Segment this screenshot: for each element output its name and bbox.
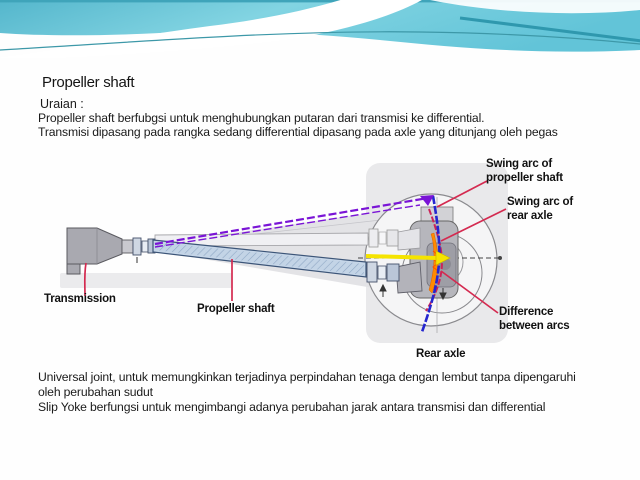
leader-swing-arc-propeller <box>436 180 488 208</box>
difference-line2: between arcs <box>499 319 570 332</box>
swing-arc-propeller-label: Swing arc of propeller shaft <box>486 158 563 185</box>
footer-paragraph: Universal joint, untuk memungkinkan terj… <box>38 370 576 414</box>
intro-line-2: Transmisi dipasang pada rangka sedang di… <box>38 125 558 139</box>
leader-difference <box>440 270 499 314</box>
wave-white-top-right <box>430 0 640 14</box>
wave-thin-line <box>0 31 640 51</box>
transmission-label: Transmission <box>44 293 116 305</box>
intro-line-1: Propeller shaft berfubgsi untuk menghubu… <box>38 111 485 125</box>
rear-axle-label: Rear axle <box>416 348 466 360</box>
swing-arc-propeller-line2: propeller shaft <box>486 171 563 184</box>
intro-paragraph: Propeller shaft berfubgsi untuk menghubu… <box>38 111 558 139</box>
leader-transmission <box>83 262 87 297</box>
wave-dark-curve <box>459 16 640 43</box>
yellow-arrow <box>365 250 451 266</box>
footer-line-2: oleh perubahan sudut <box>38 384 153 399</box>
swing-arc-propeller-line1: Swing arc of <box>486 158 552 170</box>
difference-line1: Difference <box>499 306 554 318</box>
propeller-shaft-shape <box>152 239 367 278</box>
swing-arc-rear-line1: Swing arc of <box>507 196 573 208</box>
universal-joint-front <box>132 237 156 263</box>
universal-joint-rear <box>366 261 400 283</box>
propeller-shaft-diagram <box>60 163 508 343</box>
footer-line-3: Slip Yoke berfungsi untuk mengimbangi ad… <box>38 399 546 414</box>
purple-reference-lines <box>154 195 434 248</box>
frame-rail <box>60 273 232 288</box>
leader-lines <box>83 180 507 314</box>
page-title: Propeller shaft <box>42 74 135 91</box>
swing-arc-rear-line2: rear axle <box>507 209 553 222</box>
transmission-shape <box>66 227 134 275</box>
small-reference-arrows <box>379 283 447 301</box>
leader-swing-arc-rear <box>440 208 507 242</box>
swing-arc-propeller-shaft-line <box>420 195 441 333</box>
swing-arc-rear-label: Swing arc of rear axle <box>507 196 573 223</box>
header-wave-band <box>0 0 640 58</box>
wave-top-edge <box>0 0 640 3</box>
footer-line-1: Universal joint, untuk memungkinkan terj… <box>38 370 576 384</box>
difference-label: Difference between arcs <box>499 306 570 333</box>
propeller-shaft-label: Propeller shaft <box>197 303 275 315</box>
uraian-label: Uraian : <box>40 97 84 111</box>
ghost-shaft-position <box>154 228 399 248</box>
